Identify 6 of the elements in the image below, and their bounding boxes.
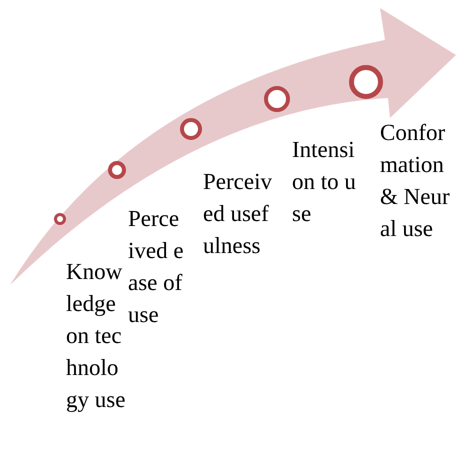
stage-label: Intension to use	[292, 136, 356, 228]
stage-label: Perceived ease of use	[128, 205, 184, 329]
stage-label: Knowledge on technology use	[66, 258, 126, 414]
stage-label: Conformation & Neural use	[380, 119, 451, 243]
milestone-circle	[54, 213, 66, 225]
stage-label: Perceived usefulness	[203, 168, 273, 260]
